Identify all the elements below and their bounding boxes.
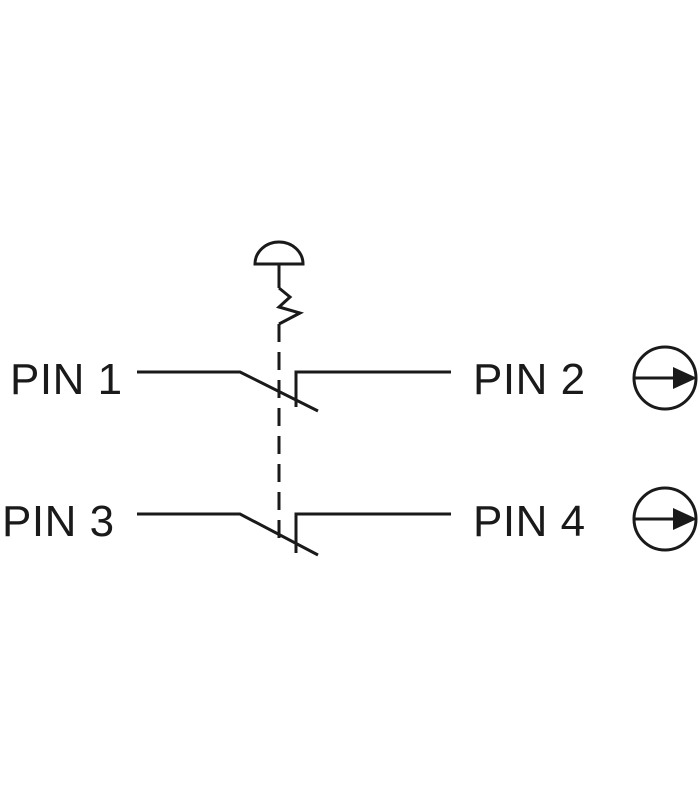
pin1-wire	[137, 370, 319, 413]
pin3-label: PIN 3	[2, 497, 115, 546]
pin4-label: PIN 4	[473, 497, 586, 546]
pin1-label: PIN 1	[10, 355, 123, 404]
pin3-wire	[137, 512, 319, 557]
mushroom-head-actuator-icon	[253, 240, 305, 266]
pin2-label: PIN 2	[473, 355, 586, 404]
pin2-wire	[294, 370, 451, 407]
spring-icon	[275, 286, 305, 326]
pin2-output-icon	[632, 345, 698, 411]
pin4-output-icon	[632, 486, 698, 552]
pin4-wire	[294, 512, 451, 553]
